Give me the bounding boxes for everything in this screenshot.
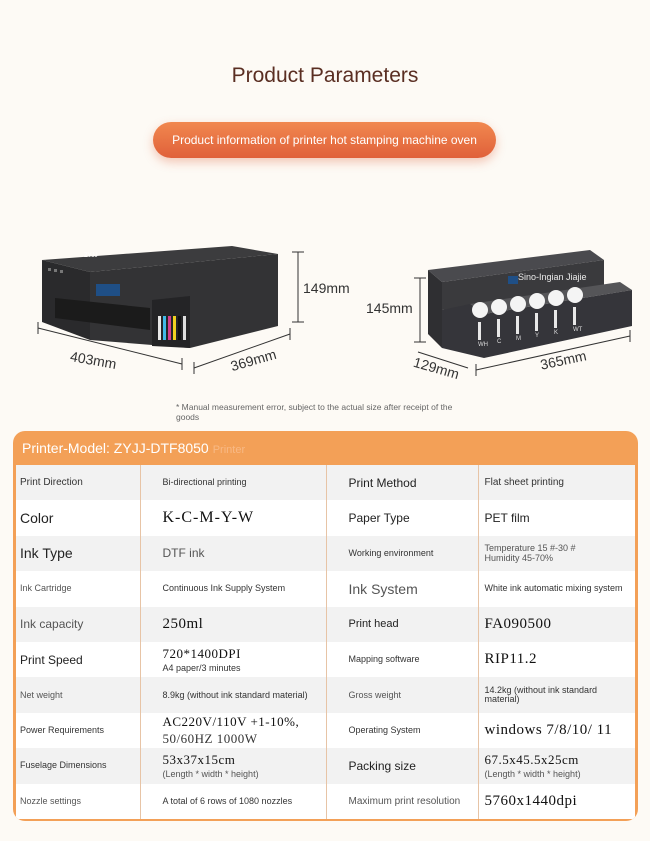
spec-label: Print Method [326,465,479,501]
product-images: ZYJJ 403mm 369mm 149mm Sino-Ingian Jiaji… [0,230,650,400]
spec-label: Print head [326,606,479,642]
spec-label: Maximum print resolution [326,783,479,819]
spec-label: Ink capacity [16,606,141,642]
table-row: Ink Cartridge Continuous Ink Supply Syst… [16,571,635,607]
printer-image [37,246,304,374]
spec-value: AC220V/110V +1-10%,50/60HZ 1000W [140,712,327,749]
ink-box-image [414,250,632,376]
table-row: Net weight 8.9kg (without ink standard m… [16,677,635,713]
spec-model: Printer-Model: ZYJJ-DTF8050 [22,440,209,456]
spec-value: 250ml [140,606,327,642]
spec-value: Continuous Ink Supply System [140,571,327,607]
ink-box-brand: Sino-Ingian Jiajie [518,272,587,282]
table-row: Ink Type DTF ink Working environment Tem… [16,535,635,572]
spec-value-line1: 67.5x45.5x25cm [484,752,579,768]
spec-value: 67.5x45.5x25cm(Length * width * height) [478,748,635,784]
bottle-label: Y [535,333,540,339]
spec-value-line2: (Length * width * height) [162,769,259,780]
spec-label: Operating System [326,712,479,749]
spec-label: Print Direction [16,465,141,501]
spec-value-line1: Temperature 15 #-30 # [484,542,576,553]
spec-value: K-C-M-Y-W [140,500,327,536]
spec-label: Mapping software [326,641,479,678]
bottle-label: M [516,336,521,342]
table-row: Color K-C-M-Y-W Paper Type PET film [16,500,635,536]
spec-value-line2: A4 paper/3 minutes [162,663,241,674]
spec-label: Paper Type [326,500,479,536]
spec-label: Working environment [326,535,479,572]
printer-screen [96,284,120,296]
spec-label: Ink Type [16,535,141,572]
spec-value-line1: 720*1400DPI [162,646,241,662]
bottle-label: WT [573,327,583,333]
ink-box-height-label: 145mm [366,300,413,316]
spec-label: Net weight [16,677,141,713]
spec-value-line2: (Length * width * height) [484,769,581,780]
spec-label: Print Speed [16,641,141,678]
printer-height-label: 149mm [303,280,350,296]
spec-value-line2: Humidity 45-70% [484,552,554,563]
spec-value: Flat sheet printing [478,465,635,501]
spec-value: White ink automatic mixing system [478,571,635,607]
spec-value: Temperature 15 #-30 #Humidity 45-70% [478,535,635,572]
subtitle-banner: Product information of printer hot stamp… [153,122,496,158]
spec-value: RIP11.2 [478,641,635,678]
page-title: Product Parameters [231,64,419,87]
spec-value-line2: 50/60HZ 1000W [162,730,258,746]
table-row: Fuselage Dimensions 53x37x15cm(Length * … [16,748,635,784]
table-row: Nozzle settings A total of 6 rows of 108… [16,783,635,819]
spec-label: Packing size [326,748,479,784]
spec-value: PET film [478,500,635,536]
spec-value: DTF ink [140,535,327,572]
spec-value: Bi-directional printing [140,465,327,501]
spec-value: 53x37x15cm(Length * width * height) [140,748,327,784]
spec-label: Fuselage Dimensions [16,748,141,784]
bottle-label: C [497,339,502,345]
spec-value: FA090500 [478,606,635,642]
bottle-label: K [554,330,559,336]
spec-value: windows 7/8/10/ 11 [478,712,635,749]
spec-label: Nozzle settings [16,783,141,819]
spec-value: 5760x1440dpi [478,783,635,819]
spec-value: 14.2kg (without ink standard material) [478,677,635,713]
spec-label: Gross weight [326,677,479,713]
spec-table: Print Direction Bi-directional printing … [16,465,635,819]
bottle-label: WH [478,342,488,348]
spec-value: A total of 6 rows of 1080 nozzles [140,783,327,819]
spec-label: Power Requirements [16,712,141,749]
spec-label: Color [16,500,141,536]
spec-label: Ink System [326,571,479,607]
printer-ink-tubes [158,316,186,340]
spec-value: 8.9kg (without ink standard material) [140,677,327,713]
spec-heading-ghost: Printer [212,444,246,456]
table-row: Print Direction Bi-directional printing … [16,465,635,501]
table-row: Power Requirements AC220V/110V +1-10%,50… [16,712,635,749]
product-drawings [37,246,632,376]
measurement-note: * Manual measurement error, subject to t… [176,402,453,422]
spec-value-line1: AC220V/110V +1-10%, [162,713,300,729]
table-row: Ink capacity 250ml Print head FA090500 [16,606,635,642]
spec-value-line1: 53x37x15cm [162,752,236,768]
printer-logo: ZYJJ [84,253,98,259]
spec-label: Ink Cartridge [16,571,141,607]
